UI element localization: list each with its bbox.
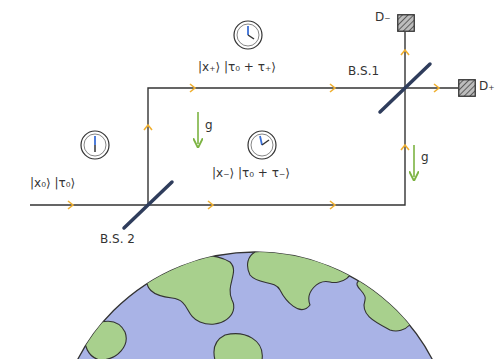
gravity-label: g	[205, 118, 213, 132]
beam-splitter	[124, 64, 430, 228]
state-label: |x₋⟩ |τ₀ + τ₋⟩	[212, 166, 290, 180]
detector-box	[397, 14, 415, 32]
clock-icon	[81, 21, 276, 159]
part-label: B.S. 2	[100, 232, 135, 246]
state-label: |x₀⟩ |τ₀⟩	[30, 176, 75, 190]
detector-label: D₋	[375, 10, 391, 24]
detector-box	[458, 79, 476, 97]
state-label: |x₊⟩ |τ₀ + τ₊⟩	[198, 60, 276, 74]
detector-label: D₊	[479, 79, 495, 93]
detector: D₋	[397, 14, 415, 32]
gravity-label: g	[421, 150, 429, 164]
earth	[55, 251, 455, 359]
beam-arrows	[68, 50, 439, 209]
detector: D₊	[458, 79, 476, 97]
beam-path	[30, 32, 458, 205]
part-label: B.S.1	[348, 64, 379, 78]
